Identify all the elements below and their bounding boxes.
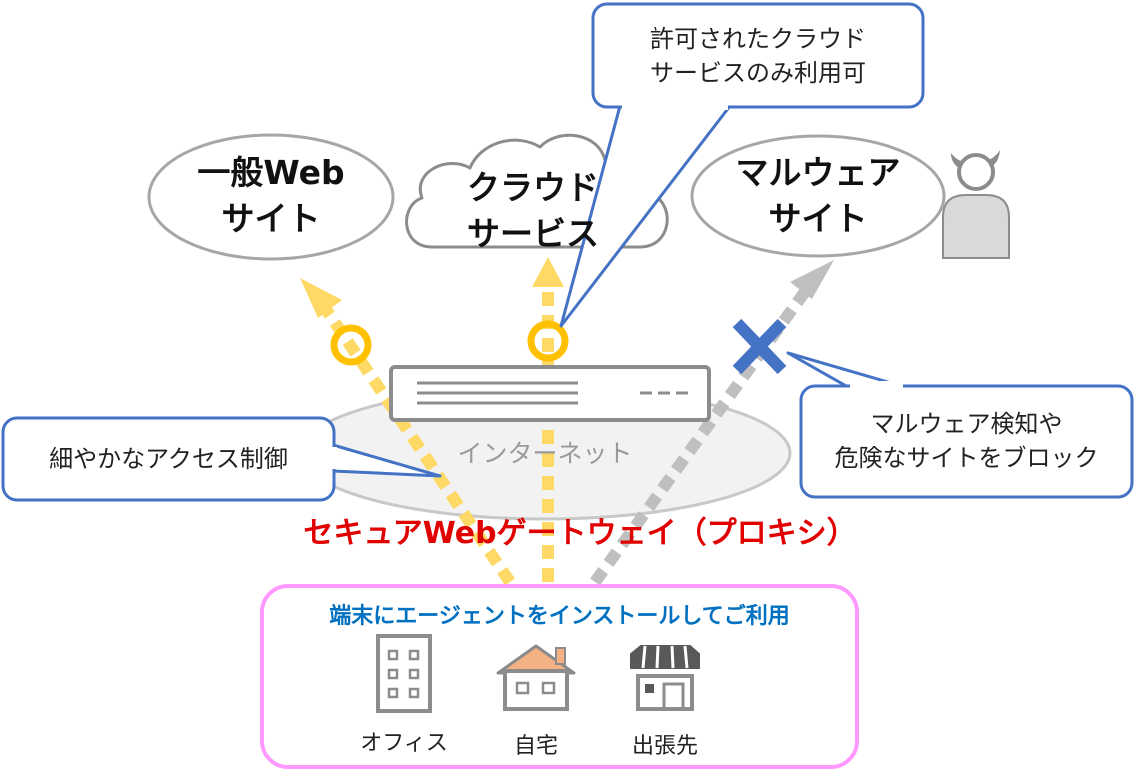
location-label-office: オフィス <box>360 731 448 756</box>
cloud-service-label: クラウド サービス <box>433 165 633 257</box>
general-web-site-ellipse <box>147 133 395 261</box>
general-web-site-line1: 一般Web <box>197 153 345 192</box>
allowed-arrow-general-web <box>300 278 515 586</box>
callout-malware-block-line2: 危険なサイトをブロック <box>834 444 1099 472</box>
callout-allowed-cloud-line2: サービスのみ利用可 <box>650 59 866 87</box>
cloud-service-line1: クラウド <box>467 168 599 207</box>
malware-site-label: マルウェア サイト <box>718 150 918 242</box>
gateway-device <box>389 365 711 422</box>
allowed-arrow-cloud <box>532 257 564 582</box>
shop-icon <box>630 645 700 711</box>
cloud-service-line2: サービス <box>467 214 599 253</box>
callout-fine-access <box>1 416 442 502</box>
internet-label: インターネット <box>457 439 633 468</box>
home-icon <box>496 644 576 711</box>
attacker-icon <box>942 150 1010 259</box>
callout-allowed-cloud-text: 許可されたクラウド サービスのみ利用可 <box>593 22 923 90</box>
malware-site-ellipse <box>690 134 946 258</box>
location-label-branch: 出張先 <box>631 734 698 759</box>
callout-malware-block <box>786 351 1134 499</box>
allowed-mark-cloud <box>527 320 569 362</box>
general-web-site-label: 一般Web サイト <box>171 150 371 242</box>
callout-fine-access-text: 細やかなアクセス制御 <box>49 445 288 473</box>
callout-malware-block-text: マルウェア検知や 危険なサイトをブロック <box>801 407 1132 475</box>
allowed-mark-general-web <box>330 324 372 366</box>
callout-allowed-cloud <box>559 2 925 328</box>
block-mark <box>732 318 787 375</box>
gateway-label: セキュアWebゲートウェイ（プロキシ） <box>303 516 857 551</box>
general-web-site-line2: サイト <box>221 199 321 238</box>
callout-allowed-cloud-line1: 許可されたクラウド <box>650 25 866 53</box>
malware-site-line2: サイト <box>768 199 868 238</box>
office-building-icon <box>376 634 432 713</box>
malware-site-line1: マルウェア <box>735 153 901 192</box>
location-label-home: 自宅 <box>513 734 558 759</box>
agent-box-title: 端末にエージェントをインストールしてご利用 <box>329 604 790 629</box>
callout-malware-block-line1: マルウェア検知や <box>870 410 1063 438</box>
